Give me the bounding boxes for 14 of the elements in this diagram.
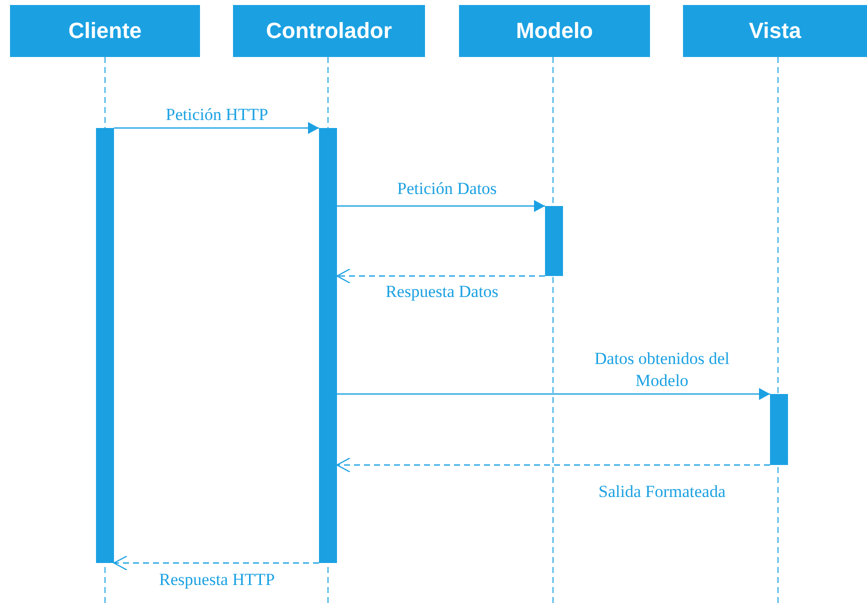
participant-box: Controlador [233, 5, 425, 57]
return-arrow [113, 555, 319, 571]
return-arrow [336, 268, 545, 284]
return-arrow [336, 457, 770, 473]
participant-box: Cliente [10, 5, 200, 57]
activation-bar [96, 128, 114, 563]
participant-box: Vista [683, 5, 867, 57]
activation-bar [770, 394, 788, 465]
participant-box: Modelo [459, 5, 650, 57]
activation-bar [319, 128, 337, 563]
activation-bar [545, 206, 563, 276]
message-arrow [114, 122, 319, 134]
message-arrow [337, 388, 770, 400]
message-arrow [337, 200, 545, 212]
